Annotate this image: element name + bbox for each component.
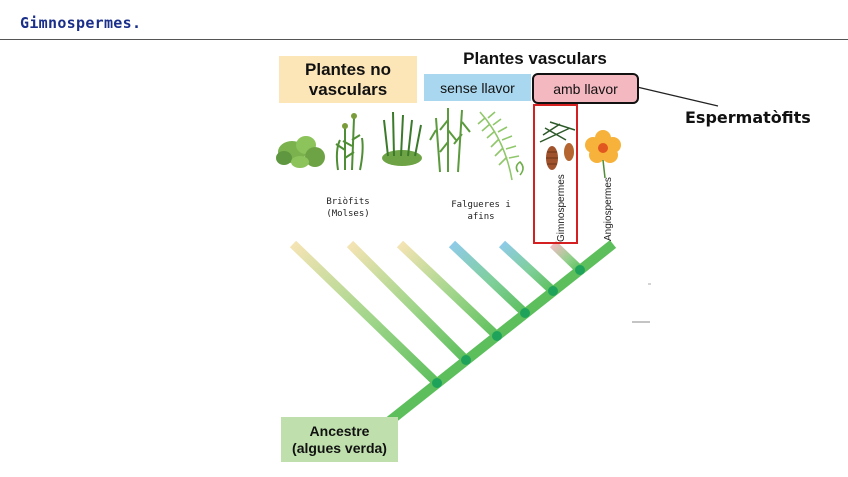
- ferns-line1: Falgueres i: [451, 200, 511, 210]
- hornwort-icon: [382, 111, 422, 166]
- fern-icon: [477, 111, 524, 181]
- moss-icon: [335, 113, 364, 171]
- non-vascular-line1: Plantes no: [305, 59, 391, 79]
- tree-trunk: [368, 240, 617, 439]
- vascular-title: Plantes vasculars: [463, 49, 607, 68]
- node-4: [520, 308, 530, 318]
- bryophytes-line2: (Molses): [326, 209, 370, 219]
- ferns-label: Falgueres i afins: [441, 199, 521, 223]
- seed-box: amb llavor: [532, 73, 639, 104]
- bryophytes-label: Briòfits (Molses): [318, 196, 378, 220]
- angiosperms-label: Angiospermes: [603, 177, 614, 241]
- branch-bryophyte-3: [396, 240, 501, 340]
- horsetail-icon: [429, 108, 471, 173]
- branch-bryophyte-1: [289, 240, 441, 387]
- branch-bryophyte-2: [346, 240, 470, 364]
- ancestor-box: Ancestre(algues verda): [281, 417, 398, 462]
- non-vascular-line2: vasculars: [308, 79, 388, 99]
- node-5: [548, 286, 558, 296]
- node-2: [461, 355, 471, 365]
- node-1: [432, 378, 442, 388]
- ancestor-line2: (algues verda): [292, 439, 387, 456]
- pine-cone-icon: [539, 121, 576, 170]
- header-divider: [0, 39, 848, 40]
- bryophytes-line1: Briòfits: [326, 197, 370, 207]
- branch-fern-1: [448, 240, 529, 317]
- spermatophytes-label: Espermatòfits: [685, 108, 811, 127]
- gymnosperm-highlight: [533, 104, 578, 244]
- liverwort-icon: [276, 136, 325, 168]
- ancestor-line1: Ancestre: [309, 422, 370, 439]
- seedless-box: sense llavor: [424, 74, 531, 101]
- node-3: [492, 331, 502, 341]
- node-6: [575, 265, 585, 275]
- branch-fern-2: [498, 240, 557, 295]
- branch-gymnosperm: [549, 240, 584, 274]
- ferns-line2: afins: [467, 212, 495, 222]
- spermatophytes-connector: [636, 86, 719, 107]
- page-title: Gimnospermes.: [20, 14, 142, 32]
- gymnosperms-label: Gimnospermes: [556, 174, 567, 242]
- flower-icon: [585, 130, 621, 179]
